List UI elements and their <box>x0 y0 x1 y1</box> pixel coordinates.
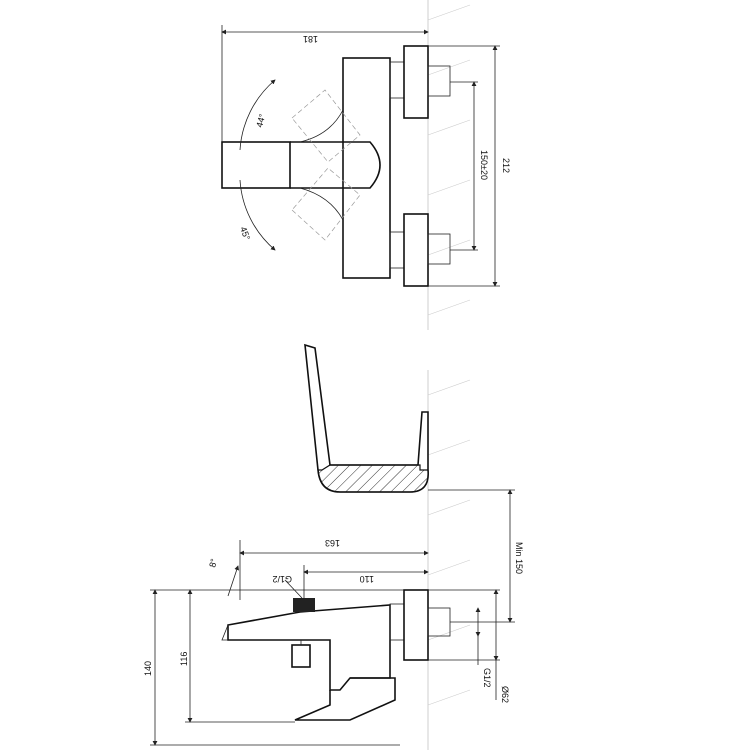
side-connector <box>389 603 405 641</box>
dim-163-label: 163 <box>325 538 340 548</box>
side-nut <box>403 589 429 661</box>
lower-nut <box>403 213 429 287</box>
top-view: 44° 45° 181 212 150±20 <box>221 0 511 330</box>
dim-150-label: 150±20 <box>479 150 489 180</box>
angle-arc-up <box>239 79 276 151</box>
dim-110-label: 110 <box>360 574 374 584</box>
angle-8-arc <box>227 565 240 597</box>
dim-140-label: 140 <box>143 661 153 676</box>
mixer-body-top <box>342 57 391 279</box>
dim-181-label: 181 <box>303 34 318 44</box>
upper-connector <box>389 61 405 99</box>
flange-dim-label: Ø62 <box>500 686 510 703</box>
lever-ghost-down <box>291 167 361 241</box>
thread-top-label: G1/2 <box>272 574 292 584</box>
lever-grip <box>221 141 291 189</box>
angle-up-label: 44° <box>254 112 267 128</box>
angle-8-label: 8° <box>207 557 219 568</box>
thread-top <box>293 598 315 612</box>
lever-neck-top <box>299 109 344 143</box>
wall-hatch-top <box>427 4 471 316</box>
thread-side-label: G1/2 <box>482 668 492 688</box>
angle-down-label: 45° <box>238 225 252 242</box>
lever-head <box>290 141 381 189</box>
upper-pipe <box>427 65 451 97</box>
dim-min150-label: Min 150 <box>514 542 524 574</box>
wall-hatch-side <box>427 379 471 706</box>
lower-pipe <box>427 233 451 265</box>
side-pipe <box>427 607 451 637</box>
thread-top-leader <box>284 579 303 599</box>
side-view: 163 110 G1/2 8° 140 116 Min 150 G1/2 <box>143 343 524 750</box>
dim-116-label: 116 <box>179 652 189 666</box>
lever-neck-bottom <box>299 187 344 221</box>
angle-arc-down <box>239 179 276 251</box>
upper-nut <box>403 45 429 119</box>
bathtub-hatch <box>317 464 429 493</box>
spout <box>294 677 396 721</box>
mixer-body-side <box>227 604 391 691</box>
lower-connector <box>389 231 405 269</box>
diverter-knob <box>291 644 311 668</box>
spout-front <box>221 624 229 641</box>
lever-ghost-up <box>291 89 361 163</box>
dim-212-label: 212 <box>501 158 511 173</box>
